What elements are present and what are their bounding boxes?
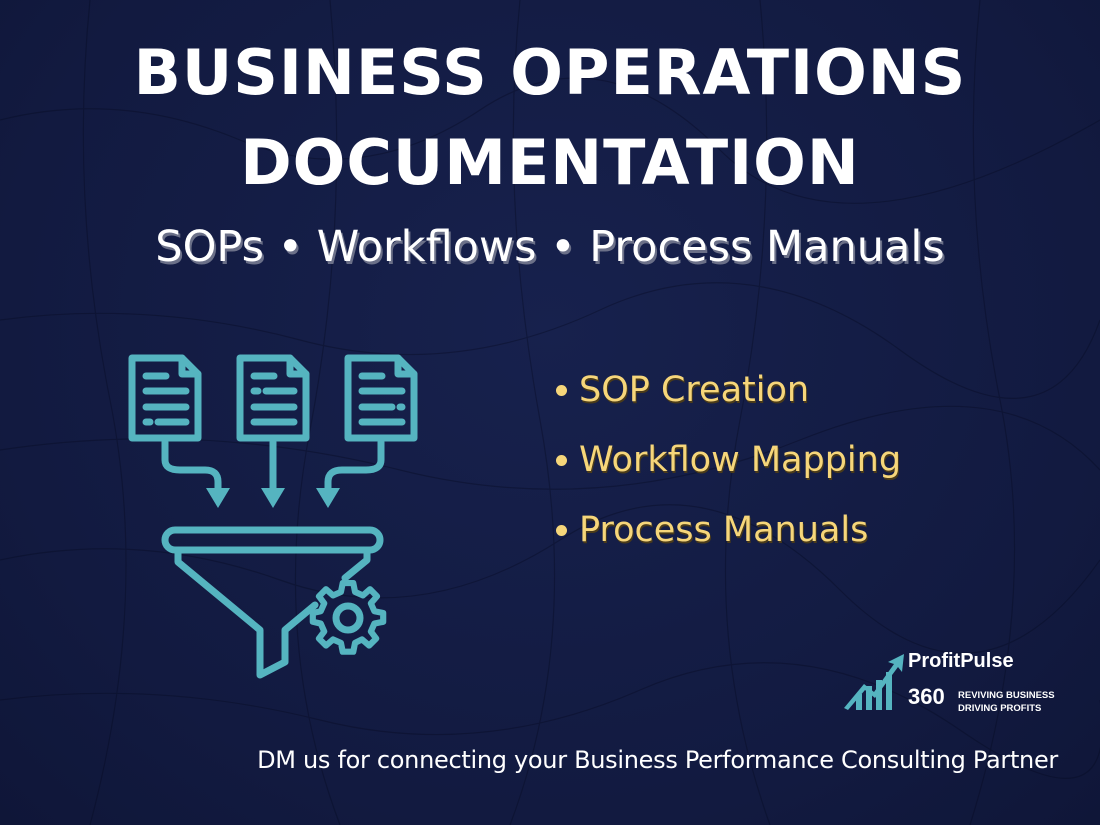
document-icon [128,354,202,442]
page-title-line2: DOCUMENTATION [240,126,860,199]
service-label: SOP Creation [579,370,810,410]
service-item: Process Manuals [556,495,901,565]
bullet-dot [556,524,567,536]
service-label: Workflow Mapping [579,440,902,480]
service-item: Workflow Mapping [556,425,901,495]
tagline-line2: DRIVING PROFITS [958,703,1042,714]
document-icon [236,354,310,442]
bullet-dot [556,384,567,396]
brand-logo: ProfitPulse 360 REVIVING BUSINESS DRIVIN… [842,648,1062,718]
bullet-dot [556,454,567,466]
arrow-down-icon [161,438,222,494]
growth-chart-icon [844,654,904,710]
brand-name: ProfitPulse [908,650,1014,672]
service-item: SOP Creation [556,355,901,425]
documents-funnel-graphic [128,354,418,679]
service-label: Process Manuals [579,510,869,550]
funnel-icon [161,526,384,679]
footer-cta: DM us for connecting your Business Perfo… [257,746,1058,774]
arrow-down-icon [324,438,385,494]
page-title-line1: BUSINESS OPERATIONS [133,36,967,109]
document-icon [344,354,418,442]
subtitle: SOPs • Workflows • Process Manuals [155,222,945,272]
tagline-line1: REVIVING BUSINESS [958,690,1055,701]
brand-number: 360 [908,684,945,709]
services-list: SOP Creation Workflow Mapping Process Ma… [556,355,901,565]
brand-tagline: REVIVING BUSINESS DRIVING PROFITS [958,689,1055,715]
gear-icon [309,580,387,655]
